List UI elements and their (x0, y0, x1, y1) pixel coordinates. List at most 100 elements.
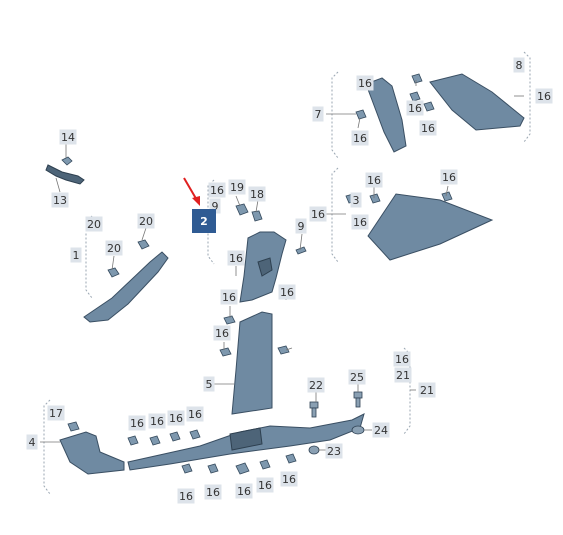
callout-20: 20 (105, 240, 123, 256)
part-24-clip (351, 425, 365, 435)
callout-number: 7 (315, 108, 322, 121)
callout-16: 16 (440, 169, 458, 185)
callout-16: 16 (256, 477, 274, 493)
callout-16: 16 (204, 484, 222, 500)
part-4-front-sill (59, 421, 125, 475)
callout-24: 24 (372, 422, 390, 438)
callout-number: 16 (222, 291, 236, 304)
callout-number: 16 (169, 412, 183, 425)
callout-number: 16 (237, 485, 251, 498)
callout-number: 16 (282, 473, 296, 486)
callout-number: 16 (258, 479, 272, 492)
callout-8: 8 (513, 57, 525, 73)
callout-16: 16 (406, 100, 424, 116)
callout-16: 16 (393, 351, 411, 367)
part-25-screw (353, 391, 363, 408)
callout-2-highlighted[interactable]: 2 (192, 209, 216, 233)
callout-number: 5 (206, 378, 213, 391)
callout-19: 19 (228, 179, 246, 195)
callout-number: 21 (420, 384, 434, 397)
bracket-3 (331, 167, 339, 263)
callout-17: 17 (47, 405, 65, 421)
callout-16: 16 (167, 410, 185, 426)
callout-16: 16 (213, 325, 231, 341)
callout-number: 16 (210, 184, 224, 197)
callout-16: 16 (309, 206, 327, 222)
callout-number: 13 (53, 194, 67, 207)
callout-16: 16 (128, 415, 146, 431)
leader-lines (40, 80, 524, 451)
callout-number: 24 (374, 424, 388, 437)
callout-number: 16 (358, 77, 372, 90)
callout-16: 16 (351, 130, 369, 146)
part-2-b-pillar-upper (235, 203, 307, 303)
callout-16: 16 (220, 289, 238, 305)
part-13-bracket (45, 156, 85, 185)
callout-number: 16 (229, 252, 243, 265)
part-22-screw (309, 401, 319, 418)
callout-number: 9 (212, 200, 219, 213)
callout-number: 1 (73, 249, 80, 262)
callout-number: 16 (353, 216, 367, 229)
callout-16: 16 (280, 471, 298, 487)
callout-number: 16 (367, 174, 381, 187)
callout-20: 20 (85, 216, 103, 232)
callout-number: 16 (188, 408, 202, 421)
callout-25: 25 (348, 369, 366, 385)
part-8-rear-panel (429, 73, 525, 131)
callout-16: 16 (356, 75, 374, 91)
callout-16: 16 (351, 214, 369, 230)
callout-4: 4 (26, 434, 38, 450)
callout-number: 18 (250, 188, 264, 201)
callout-16: 16 (208, 182, 226, 198)
callout-23: 23 (325, 443, 343, 459)
callout-number: 16 (421, 122, 435, 135)
callout-3: 3 (350, 192, 362, 208)
callout-number: 16 (280, 286, 294, 299)
part-23-clip (308, 445, 320, 455)
part-1-a-pillar-trim (83, 239, 169, 323)
callout-16: 16 (535, 88, 553, 104)
callout-number: 16 (179, 490, 193, 503)
callout-number: 16 (130, 417, 144, 430)
callout-number: 16 (311, 208, 325, 221)
callout-number: 14 (61, 131, 75, 144)
callout-number: 16 (206, 486, 220, 499)
callout-number: 20 (87, 218, 101, 231)
callout-number: 17 (49, 407, 63, 420)
part-5-b-pillar-lower (219, 289, 292, 415)
callout-16: 16 (177, 488, 195, 504)
bracket-7 (331, 71, 339, 159)
callout-21: 21 (394, 367, 412, 383)
part-7-c-pillar-trim (355, 73, 435, 153)
callout-13: 13 (51, 192, 69, 208)
callout-number: 2 (200, 215, 208, 228)
callout-16: 16 (419, 120, 437, 136)
callout-number: 16 (442, 171, 456, 184)
bracket-4 (43, 399, 51, 495)
bracket-8 (523, 51, 531, 143)
callout-number: 16 (353, 132, 367, 145)
part-6-long-sill (127, 413, 365, 475)
callout-number: 3 (353, 194, 360, 207)
callout-number: 20 (139, 215, 153, 228)
callout-20: 20 (137, 213, 155, 229)
callout-16: 16 (365, 172, 383, 188)
callout-number: 4 (29, 436, 36, 449)
callout-14: 14 (59, 129, 77, 145)
callout-number: 16 (215, 327, 229, 340)
callout-16: 16 (278, 284, 296, 300)
callout-9: 9 (295, 218, 307, 234)
callout-18: 18 (248, 186, 266, 202)
callout-number: 25 (350, 371, 364, 384)
callout-number: 19 (230, 181, 244, 194)
callout-number: 8 (516, 59, 523, 72)
callout-9: 9 (209, 198, 221, 214)
callout-number: 20 (107, 242, 121, 255)
callout-16: 16 (227, 250, 245, 266)
callout-number: 21 (396, 369, 410, 382)
callout-16: 16 (186, 406, 204, 422)
callout-number: 16 (408, 102, 422, 115)
